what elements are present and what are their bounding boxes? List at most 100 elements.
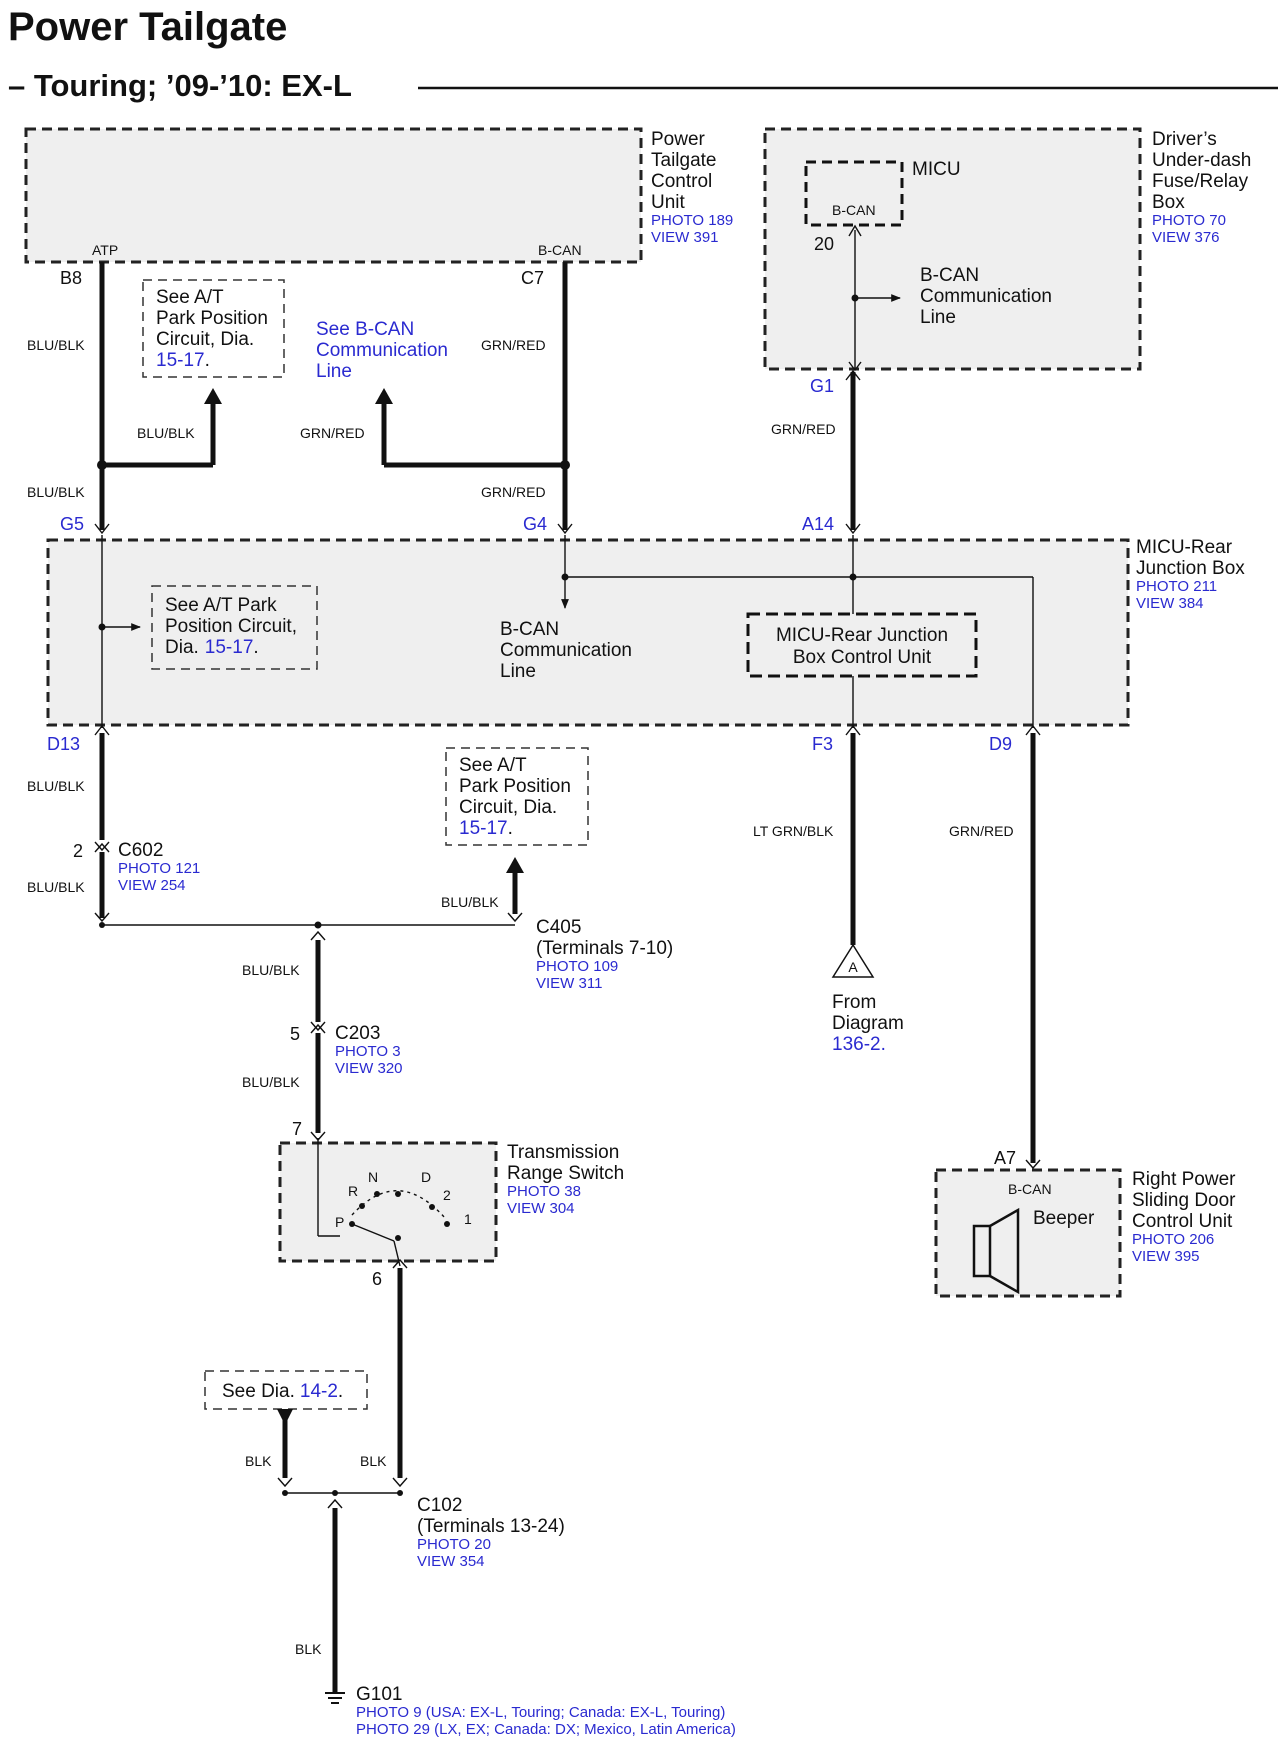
svg-text:Control Unit: Control Unit xyxy=(1132,1211,1233,1232)
svg-text:GRN/RED: GRN/RED xyxy=(300,425,365,441)
svg-text:Line: Line xyxy=(500,661,536,682)
svg-text:Under-dash: Under-dash xyxy=(1152,150,1251,171)
trs-photo-ref: PHOTO 38 xyxy=(507,1183,581,1200)
trs-view-ref: VIEW 304 xyxy=(507,1200,575,1217)
svg-text:ATP: ATP xyxy=(92,242,118,258)
svg-text:VIEW 320: VIEW 320 xyxy=(335,1060,403,1077)
connector-c405: C405 (Terminals 7-10) PHOTO 109 VIEW 311 xyxy=(536,917,673,992)
from-diagram-ref[interactable]: A From Diagram 136-2. xyxy=(832,959,904,1055)
page-title: Power Tailgate xyxy=(8,5,287,49)
svg-text:GRN/RED: GRN/RED xyxy=(771,421,836,437)
svg-text:Sliding Door: Sliding Door xyxy=(1132,1190,1236,1211)
svg-text:From: From xyxy=(832,992,876,1013)
svg-text:B-CAN: B-CAN xyxy=(1008,1181,1052,1197)
micu-rear-photo-ref: PHOTO 211 xyxy=(1136,578,1217,595)
svg-text:A: A xyxy=(848,959,858,975)
svg-text:VIEW 354: VIEW 354 xyxy=(417,1553,485,1570)
ground-g101: G101 PHOTO 9 (USA: EX-L, Touring; Canada… xyxy=(356,1684,736,1738)
svg-text:PHOTO 121: PHOTO 121 xyxy=(118,860,200,877)
connector-c602: 2 C602 PHOTO 121 VIEW 254 xyxy=(73,840,200,894)
svg-text:G4: G4 xyxy=(523,514,547,534)
sliding-door-control-unit: B-CAN Beeper Right Power Sliding Door Co… xyxy=(934,1168,1236,1298)
see-bcan-ref[interactable]: See B-CAN Communication Line xyxy=(316,319,448,382)
svg-text:C203: C203 xyxy=(335,1023,380,1044)
svg-text:LT GRN/BLK: LT GRN/BLK xyxy=(753,823,834,839)
svg-text:5: 5 xyxy=(290,1024,300,1044)
svg-text:6: 6 xyxy=(372,1269,382,1289)
svg-text:A7: A7 xyxy=(994,1148,1016,1168)
svg-text:Communication: Communication xyxy=(316,340,448,361)
power-tailgate-control-unit: Power Tailgate Control Unit PHOTO 189 VI… xyxy=(24,127,733,264)
pin-labels: B8 C7 G1 G5 G4 A14 D13 F3 D9 A7 7 6 xyxy=(47,268,1016,1289)
svg-text:Park Position: Park Position xyxy=(459,776,571,797)
svg-text:Power: Power xyxy=(651,129,706,150)
svg-text:20: 20 xyxy=(814,234,834,254)
svg-text:Box: Box xyxy=(1152,192,1185,213)
svg-text:D9: D9 xyxy=(989,734,1012,754)
svg-text:Line: Line xyxy=(316,361,352,382)
svg-text:BLU/BLK: BLU/BLK xyxy=(242,1074,300,1090)
svg-text:Control: Control xyxy=(651,171,712,192)
svg-text:B-CAN: B-CAN xyxy=(832,202,876,218)
svg-text:See B-CAN: See B-CAN xyxy=(316,319,414,340)
svg-text:MICU-Rear Junction: MICU-Rear Junction xyxy=(776,625,948,646)
under-dash-fuse-relay-box: MICU B-CAN 20 B-CAN Communication Line D… xyxy=(763,127,1251,372)
svg-text:BLU/BLK: BLU/BLK xyxy=(441,894,499,910)
svg-text:BLK: BLK xyxy=(295,1641,322,1657)
svg-text:B8: B8 xyxy=(60,268,82,288)
see-at-park-ref-3[interactable]: See A/T Park Position Circuit, Dia. 15-1… xyxy=(445,747,589,846)
svg-text:Circuit, Dia.: Circuit, Dia. xyxy=(459,797,557,818)
ptcu-photo-ref: PHOTO 189 xyxy=(651,212,733,229)
svg-text:GRN/RED: GRN/RED xyxy=(481,337,546,353)
svg-text:GRN/RED: GRN/RED xyxy=(481,484,546,500)
svg-text:7: 7 xyxy=(292,1119,302,1139)
beeper-icon xyxy=(972,1224,992,1278)
svg-text:N: N xyxy=(368,1169,378,1185)
svg-text:BLU/BLK: BLU/BLK xyxy=(242,962,300,978)
svg-text:Communication: Communication xyxy=(920,286,1052,307)
svg-text:D13: D13 xyxy=(47,734,80,754)
svg-text:See Dia.14-2.: See Dia.14-2. xyxy=(222,1381,343,1402)
svg-text:(Terminals 7-10): (Terminals 7-10) xyxy=(536,938,673,959)
fuse-box-photo-ref: PHOTO 70 xyxy=(1152,212,1226,229)
svg-text:C405: C405 xyxy=(536,917,581,938)
svg-text:Communication: Communication xyxy=(500,640,632,661)
svg-text:PHOTO 20: PHOTO 20 xyxy=(417,1536,491,1553)
svg-text:Diagram: Diagram xyxy=(832,1013,904,1034)
svg-text:Tailgate: Tailgate xyxy=(651,150,717,171)
connector-c203: 5 C203 PHOTO 3 VIEW 320 xyxy=(290,1023,403,1077)
wires xyxy=(94,262,1041,1704)
svg-text:GRN/RED: GRN/RED xyxy=(949,823,1014,839)
svg-text:Line: Line xyxy=(920,307,956,328)
svg-text:Beeper: Beeper xyxy=(1033,1208,1095,1229)
svg-text:Transmission: Transmission xyxy=(507,1142,619,1163)
svg-text:BLU/BLK: BLU/BLK xyxy=(27,337,85,353)
see-at-park-ref-1[interactable]: See A/T Park Position Circuit, Dia. 15-1… xyxy=(142,279,285,378)
svg-text:136-2.: 136-2. xyxy=(832,1034,886,1055)
fuse-box-view-ref: VIEW 376 xyxy=(1152,229,1220,246)
see-at-park-ref-2[interactable]: See A/T Park Position Circuit, Dia.15-17… xyxy=(151,585,318,670)
svg-text:B-CAN: B-CAN xyxy=(538,242,582,258)
svg-text:B-CAN: B-CAN xyxy=(500,619,559,640)
svg-text:2: 2 xyxy=(73,841,83,861)
svg-text:VIEW 311: VIEW 311 xyxy=(536,975,602,992)
svg-text:A14: A14 xyxy=(802,514,834,534)
svg-text:G5: G5 xyxy=(60,514,84,534)
sliding-photo-ref: PHOTO 206 xyxy=(1132,1231,1214,1248)
svg-text:1: 1 xyxy=(464,1211,472,1227)
svg-text:D: D xyxy=(421,1169,431,1185)
svg-text:PHOTO 29 (LX, EX; Canada: DX;: PHOTO 29 (LX, EX; Canada: DX; Mexico, La… xyxy=(356,1721,736,1738)
svg-text:BLU/BLK: BLU/BLK xyxy=(27,778,85,794)
svg-text:2: 2 xyxy=(443,1187,451,1203)
svg-text:C102: C102 xyxy=(417,1495,462,1516)
svg-text:PHOTO 3: PHOTO 3 xyxy=(335,1043,401,1060)
see-dia-14-2-ref[interactable]: See Dia.14-2. xyxy=(204,1370,368,1410)
svg-text:BLU/BLK: BLU/BLK xyxy=(137,425,195,441)
connector-c102: C102 (Terminals 13-24) PHOTO 20 VIEW 354 xyxy=(417,1495,565,1570)
svg-text:PHOTO 9 (USA: EX-L, Touring; C: PHOTO 9 (USA: EX-L, Touring; Canada: EX-… xyxy=(356,1704,725,1721)
svg-text:PHOTO 109: PHOTO 109 xyxy=(536,958,618,975)
svg-text:MICU: MICU xyxy=(912,159,961,180)
svg-text:(Terminals 13-24): (Terminals 13-24) xyxy=(417,1516,565,1537)
svg-text:MICU-Rear: MICU-Rear xyxy=(1136,537,1233,558)
svg-text:BLU/BLK: BLU/BLK xyxy=(27,484,85,500)
